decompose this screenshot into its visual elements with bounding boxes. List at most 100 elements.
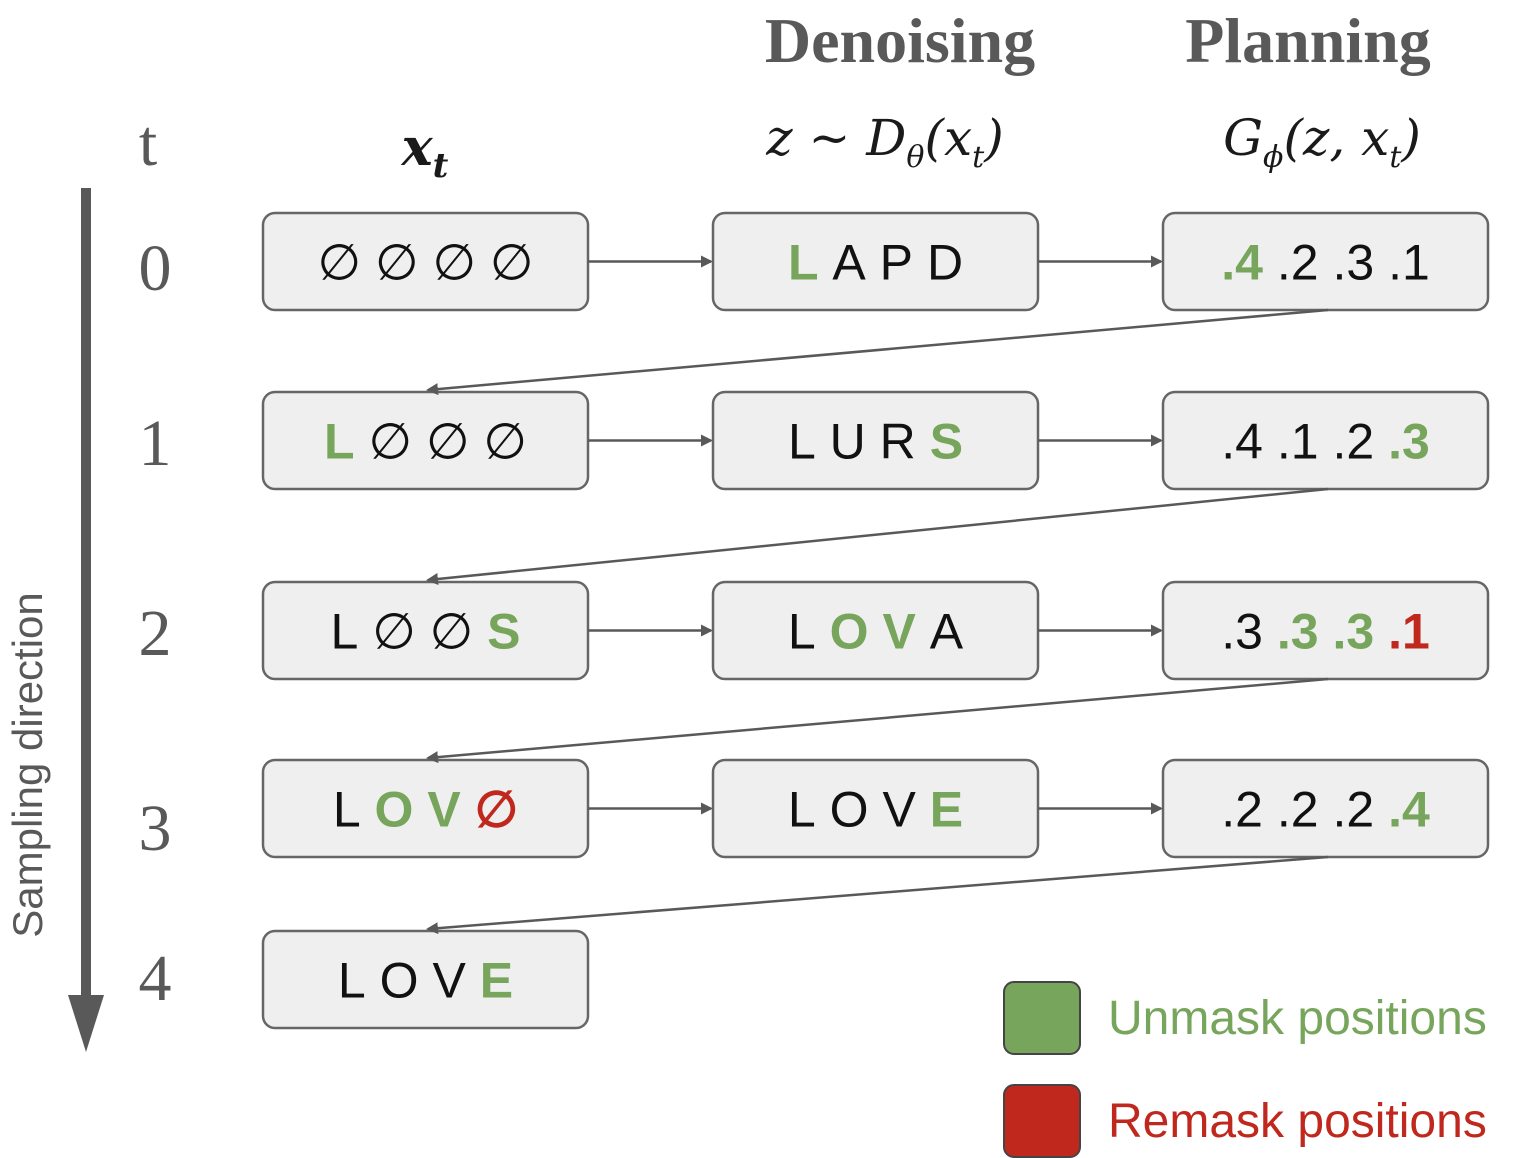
token-gap (819, 235, 833, 291)
planning-tokens: .2 .2 .2 .4 (1221, 782, 1430, 838)
token: A (930, 604, 964, 660)
planning-phi: ϕ (1263, 140, 1283, 175)
token-gap (869, 604, 883, 660)
token-gap (869, 782, 883, 838)
token-gap (355, 414, 369, 470)
planning-formula: Gϕ(z, xt) (1223, 109, 1421, 175)
token: V (882, 604, 916, 660)
token: O (380, 953, 419, 1009)
xt-box-row-3: L O V ∅ (261, 758, 590, 859)
t-column-label: t (139, 107, 157, 180)
denoised-tokens: L A P D (788, 235, 963, 291)
legend-item-0: Unmask positions (1003, 981, 1487, 1055)
token-gap (816, 414, 830, 470)
arrow-plan-to-next-xt-2 (426, 677, 1329, 764)
token: ∅ (375, 235, 419, 291)
token-gap (1319, 414, 1333, 470)
token-gap (361, 235, 375, 291)
legend-item-1: Remask positions (1003, 1084, 1487, 1158)
xt-tokens: ∅ ∅ ∅ ∅ (318, 235, 534, 291)
token-gap (466, 953, 480, 1009)
denoising-theta: θ (906, 140, 924, 175)
token-gap (1263, 235, 1277, 291)
token: V (432, 953, 466, 1009)
token: O (830, 604, 869, 660)
token: .1 (1388, 604, 1430, 660)
token: U (830, 414, 866, 470)
xt-subscript: t (433, 146, 449, 186)
token: .2 (1332, 782, 1374, 838)
token-gap (1263, 782, 1277, 838)
legend-label: Unmask positions (1108, 992, 1487, 1045)
svg-text:xt: xt (401, 117, 449, 186)
token-gap (1319, 235, 1333, 291)
token-gap (1374, 414, 1388, 470)
planning-subscript: t (1389, 140, 1402, 175)
token-gap (816, 604, 830, 660)
token-gap (412, 414, 426, 470)
token: .3 (1277, 604, 1319, 660)
xt-box-row-4: L O V E (261, 929, 590, 1030)
time-step-2: 2 (139, 597, 172, 670)
token-gap (461, 782, 475, 838)
time-step-0: 0 (139, 232, 172, 305)
arrow-plan-to-next-xt-3 (426, 855, 1329, 935)
denoised-box-row-1: L U R S (711, 390, 1040, 491)
token: L (338, 953, 366, 1009)
token: V (427, 782, 461, 838)
token: S (930, 414, 963, 470)
token: D (927, 235, 963, 291)
xt-box-row-1: L ∅ ∅ ∅ (261, 390, 590, 491)
token: .2 (1221, 782, 1263, 838)
planning-box-row-2: .3 .3 .3 .1 (1161, 580, 1490, 681)
token-gap (1319, 782, 1333, 838)
token: E (930, 782, 963, 838)
token: L (788, 414, 816, 470)
token-gap (866, 414, 880, 470)
token-gap (916, 414, 930, 470)
planning-formula-main: G (1223, 109, 1263, 167)
token: ∅ (430, 604, 474, 660)
arrow-plan-to-next-xt-1 (426, 487, 1329, 585)
planning-close: ) (1400, 109, 1421, 167)
xt-tokens: L O V ∅ (333, 782, 518, 838)
token: O (375, 782, 414, 838)
denoising-title: Denoising (765, 5, 1035, 76)
denoised-tokens: L O V E (788, 782, 963, 838)
denoised-box-row-0: L A P D (711, 211, 1040, 312)
token: ∅ (426, 414, 470, 470)
planning-tokens: .3 .3 .3 .1 (1221, 604, 1430, 660)
planning-title: Planning (1185, 5, 1430, 76)
xt-tokens: L ∅ ∅ ∅ (324, 414, 527, 470)
xt-column-label: xt (401, 117, 449, 186)
token: .4 (1388, 782, 1430, 838)
token-gap (913, 235, 927, 291)
xt-tokens: L ∅ ∅ S (330, 604, 520, 660)
denoised-box-row-3: L O V E (711, 758, 1040, 859)
token: .1 (1388, 235, 1430, 291)
token-gap (419, 235, 433, 291)
xt-box-row-2: L ∅ ∅ S (261, 580, 590, 681)
denoising-close: ) (983, 109, 1004, 167)
token-gap (1263, 604, 1277, 660)
token-gap (1374, 235, 1388, 291)
planning-tokens: .4 .1 .2 .3 (1221, 414, 1430, 470)
token: .3 (1332, 604, 1374, 660)
token-gap (473, 604, 487, 660)
arrow-plan-to-next-xt-0 (426, 308, 1329, 396)
token-gap (1319, 604, 1333, 660)
denoised-box-row-2: L O V A (711, 580, 1040, 681)
token: L (324, 414, 355, 470)
xt-tokens: L O V E (338, 953, 513, 1009)
token: .2 (1332, 414, 1374, 470)
token: ∅ (372, 604, 416, 660)
svg-text:z ~ Dθ(xt): z ~ Dθ(xt) (765, 109, 1003, 175)
token-gap (419, 953, 433, 1009)
token-gap (413, 782, 427, 838)
token: A (832, 235, 866, 291)
token: P (880, 235, 913, 291)
legend-label: Remask positions (1108, 1095, 1487, 1148)
token: .2 (1277, 235, 1319, 291)
